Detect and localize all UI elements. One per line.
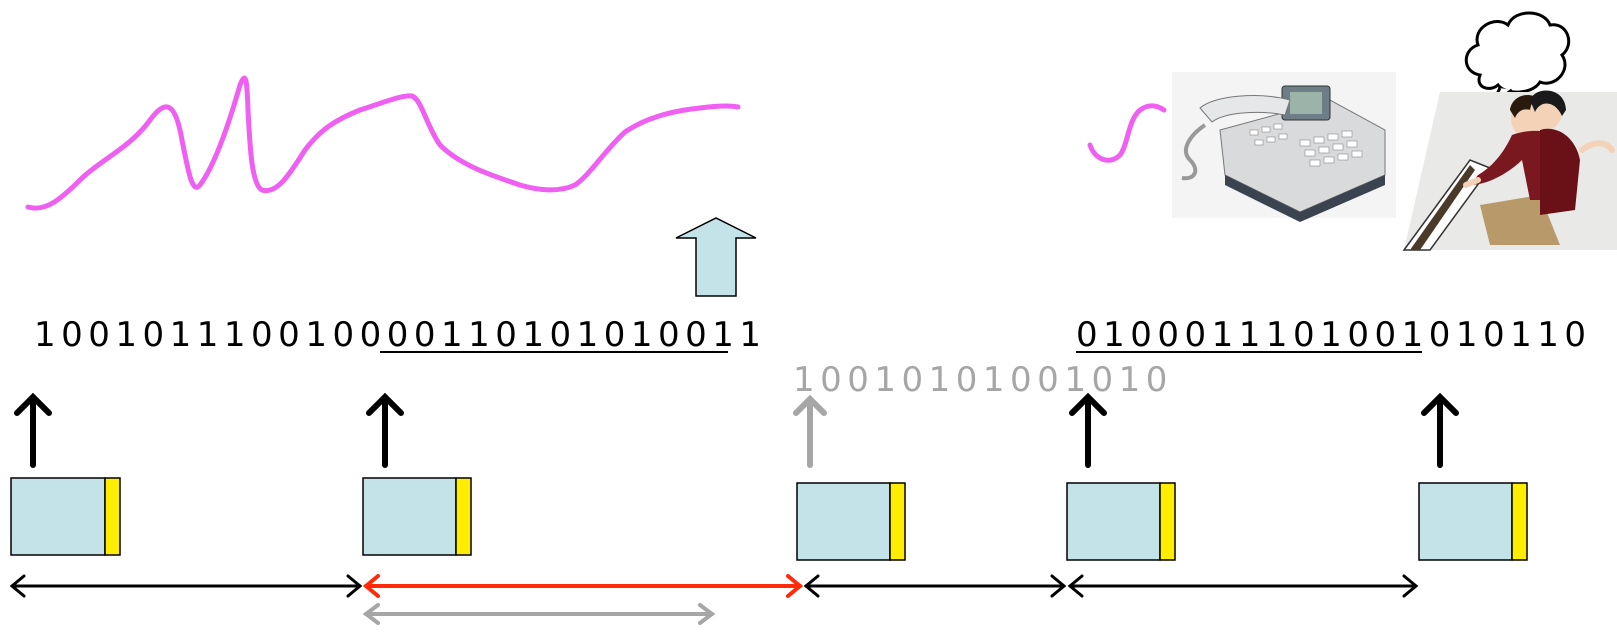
person-at-desk-icon xyxy=(1402,90,1617,251)
telephone-icon xyxy=(1172,72,1396,222)
packet-arrow-1 xyxy=(14,392,52,468)
interval-3-4 xyxy=(803,574,1067,598)
packet-4 xyxy=(1066,482,1176,561)
audio-waveform-right xyxy=(1087,103,1167,163)
bitstream-1-prefix: 1001011100100 xyxy=(34,315,387,355)
interval-expected-gray xyxy=(362,603,716,625)
bitstream-3: 0100011101001010110 xyxy=(1076,315,1592,355)
bitstream-3-suffix: 010110 xyxy=(1429,315,1592,355)
packet-1 xyxy=(10,477,121,556)
bitstream-1: 100101110010000110101010011 xyxy=(34,315,767,355)
packet-3-late xyxy=(796,482,906,561)
interval-1-2 xyxy=(9,574,363,598)
bitstream-3-underlined: 0100011101001 xyxy=(1076,315,1429,355)
packet-2 xyxy=(362,477,472,556)
playout-up-arrow xyxy=(675,217,757,297)
audio-waveform-left xyxy=(25,75,741,211)
packet-arrow-5 xyxy=(1421,392,1459,468)
packet-5 xyxy=(1418,482,1528,561)
packet-arrow-4 xyxy=(1069,392,1107,468)
packet-arrow-2 xyxy=(366,392,404,468)
packet-arrow-3-late xyxy=(793,394,827,468)
interval-2-3-highlighted xyxy=(362,574,804,598)
bitstream-late: 10010101001010 xyxy=(793,360,1173,400)
thought-bubble-icon xyxy=(1464,11,1571,106)
bitstream-1-underlined: 00110101010011 xyxy=(387,315,767,355)
interval-4-5 xyxy=(1067,574,1419,598)
